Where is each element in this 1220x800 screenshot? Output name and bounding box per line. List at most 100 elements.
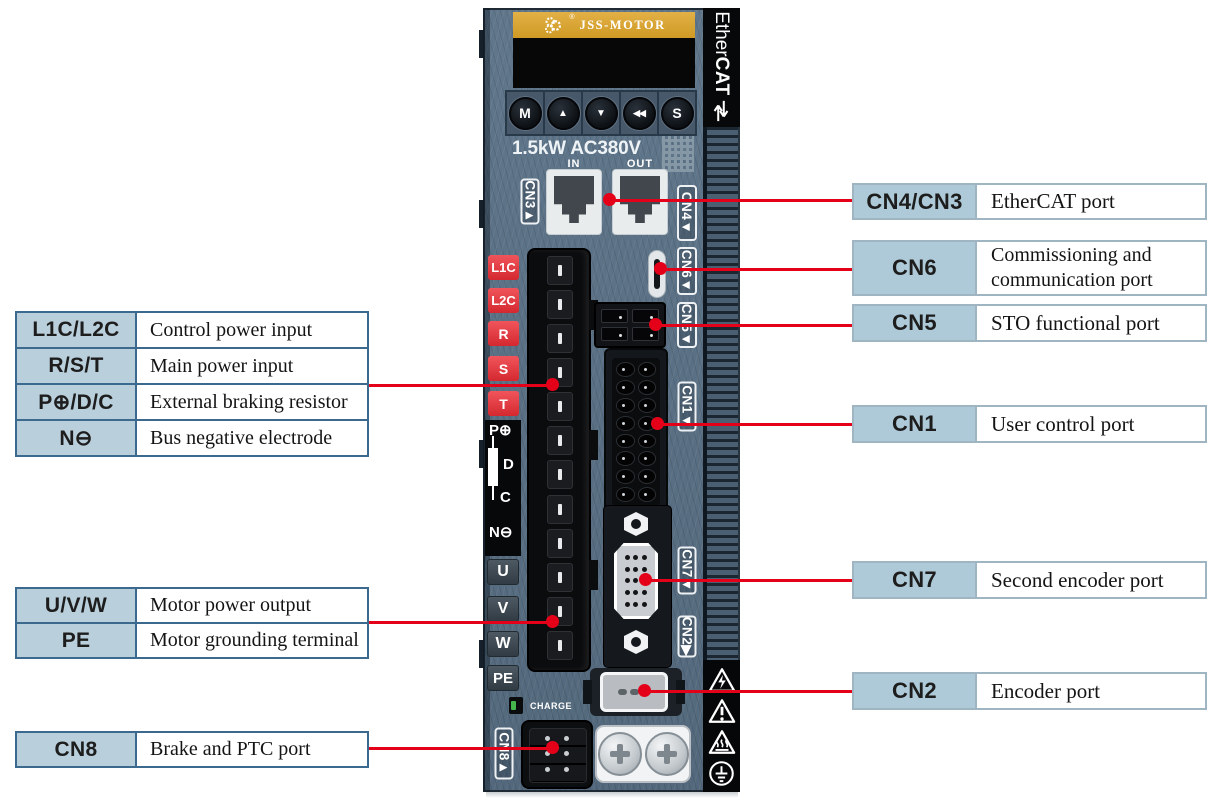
power-terminals-table: L1C/L2C Control power input R/S/T Main p… [15,311,369,457]
cn7-port-label: CN7▼ [677,546,697,595]
terminal-t: T [488,391,519,416]
terminal-d: D [503,456,514,473]
table-desc: Motor power output [137,589,367,622]
table-term: CN1 [854,407,975,441]
table-desc: External braking resistor [137,385,367,419]
terminal-l1c: L1C [488,255,519,280]
callout-line-cn4cn3 [610,199,852,202]
callout-dot-main-power [546,378,559,391]
table-term: N⊖ [17,421,135,455]
callout-line-cn2 [645,690,852,693]
heatsink-vents [703,127,740,660]
table-desc: Encoder port [977,674,1205,708]
terminal-v: V [487,596,519,622]
callout-line-cn7 [646,579,852,582]
mount-tab [479,200,484,228]
in-port-label: IN [567,158,581,170]
cn4-port-label: CN4▼ [677,185,697,241]
connector-tab [589,560,598,590]
led-display [513,38,695,88]
table-term: CN8 [17,733,135,766]
trademark-symbol: ® [569,14,575,21]
mount-tab [479,640,484,668]
cn6-port-label: CN6▼ [677,247,697,295]
warning-label-panel [703,660,740,792]
keypad-cell: S [659,92,695,134]
cn6-table: CN6 Commissioning and communication port [852,240,1207,296]
earth-ground-icon [709,761,734,786]
callout-dot-motor [546,615,559,628]
charge-led [509,697,523,714]
table-term: CN6 [854,242,975,294]
table-term: P⊕/D/C [17,385,135,419]
table-desc: Main power input [137,349,367,383]
callout-dot-cn6 [654,262,667,275]
caution-icon [708,699,735,723]
terminal-s: S [488,356,519,381]
terminal-u: U [487,559,519,585]
jss-motor-logo-icon [545,16,562,33]
terminal-c: C [500,489,511,506]
dsub-standoff-top [624,512,648,536]
cn5-table: CN5 STO functional port [852,304,1207,342]
ethercat-logo-text: Ether [711,11,732,57]
table-desc: STO functional port [977,306,1205,340]
out-port-label: OUT [626,158,654,170]
ethercat-logo-panel [703,8,740,127]
callout-line-motor [369,621,553,624]
set-button: S [660,96,694,130]
cn8-table: CN8 Brake and PTC port [15,731,369,768]
cn8-pins [538,731,576,777]
table-term: CN4/CN3 [854,185,975,218]
dc-bus-strip [485,420,521,556]
terminal-w: W [487,631,519,657]
ethercat-arrow-icon [713,100,729,121]
callout-line-cn8 [369,747,553,750]
table-term: CN7 [854,563,975,597]
connector-tab [589,430,598,460]
power-rating: 1.5kW AC380V [512,138,641,159]
up-button: ▲ [546,96,580,130]
hot-surface-icon [708,730,735,754]
cn1-pins [616,362,656,502]
charge-label: CHARGE [530,701,573,711]
cn2-port-label: CN2▶ [677,615,697,658]
callout-line-cn1 [658,423,852,426]
braking-resistor-symbol [488,448,498,486]
table-term: L1C/L2C [17,313,135,347]
callout-line-cn5 [656,324,852,327]
cn8-connector-inner [529,728,587,783]
table-term: R/S/T [17,349,135,383]
ground-screw-plate [595,725,691,783]
cn7-dsub-pins [623,552,649,610]
qr-code [662,136,694,172]
callout-line-cn6 [661,268,852,271]
terminal-pins [547,256,573,660]
connector-tab [589,300,598,330]
rj45-out-port [612,169,668,235]
table-desc: Control power input [137,313,367,347]
brand-banner: ® JSS-MOTOR [513,12,695,38]
callout-dot-cn2 [638,684,651,697]
callout-dot-cn5 [649,318,662,331]
keypad-cell: ▲ [545,92,583,134]
ground-screw [597,732,642,776]
cn3-port-label: CN3▲ [520,178,540,225]
table-term: CN2 [854,674,975,708]
terminal-pe: PE [487,665,519,691]
keypad-cell: ▼ [583,92,621,134]
callout-dot-cn4cn3 [603,193,616,206]
terminal-p: P⊕ [489,422,512,439]
table-desc: EtherCAT port [977,185,1205,218]
cn4cn3-table: CN4/CN3 EtherCAT port [852,183,1207,220]
mode-button: M [508,96,542,130]
table-term: U/V/W [17,589,135,622]
dsub-standoff-bottom [624,630,648,654]
mount-tab [479,440,484,468]
device-shadow [486,792,738,798]
encoder-tab [583,680,592,704]
device-left-edge [483,8,490,792]
callout-line-main-power [369,384,553,387]
